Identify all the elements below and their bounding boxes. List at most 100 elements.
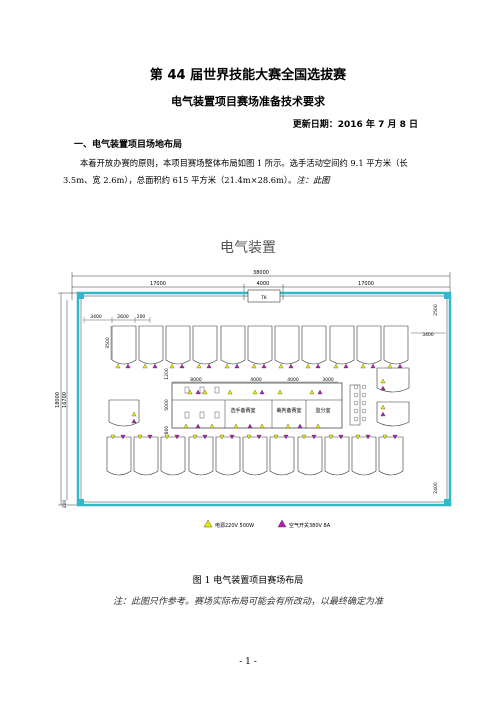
power-outlet-marker — [355, 434, 361, 440]
dim-200: 200 — [137, 314, 146, 320]
power-outlet-marker — [224, 363, 230, 369]
power-outlet-marker — [278, 363, 284, 369]
air-switch-marker — [311, 434, 317, 440]
air-switch-marker — [125, 363, 131, 369]
power-outlet-marker — [252, 389, 258, 395]
air-switch-marker — [179, 363, 185, 369]
power-outlet-marker — [183, 423, 189, 429]
power-outlet-marker — [380, 404, 386, 410]
air-switch-marker — [261, 363, 267, 369]
air-switch-marker — [234, 363, 240, 369]
workstation-booth — [138, 325, 164, 365]
workstation-booth — [220, 325, 246, 365]
air-switch-marker — [283, 434, 289, 440]
power-outlet-marker — [187, 389, 193, 395]
legend-switch-icon — [277, 519, 287, 528]
workstation-booth — [376, 401, 410, 427]
air-switch-marker — [370, 363, 376, 369]
dim-left: 17000 — [150, 281, 166, 287]
workstation-booth — [297, 436, 323, 476]
power-outlet-marker — [301, 434, 307, 440]
power-outlet-marker — [164, 434, 170, 440]
dim-1200: 1200 — [164, 368, 170, 380]
power-outlet-marker — [251, 363, 257, 369]
dim-3400-right: 3400 — [422, 332, 434, 338]
power-outlet-marker — [277, 389, 283, 395]
power-outlet-marker — [233, 423, 239, 429]
intro-paragraph: 本着开放办赛的原则，本项目赛场整体布局如图 1 所示。选手活动空间约 9.1 平… — [63, 155, 433, 189]
room-label-contestant: 选手备赛室 — [230, 407, 255, 414]
power-outlet-marker — [273, 434, 279, 440]
workstation-booth — [269, 436, 295, 476]
room-seats — [184, 386, 220, 419]
air-switch-marker — [259, 389, 265, 395]
room-label-judge: 裁判备赛室 — [276, 407, 301, 414]
air-switch-marker — [256, 434, 262, 440]
workstation-booths — [106, 325, 410, 476]
inner-dimensions — [83, 317, 446, 383]
power-markers — [110, 363, 403, 440]
update-date: 更新日期：2016 年 7 月 8 日 — [292, 120, 418, 130]
power-outlet-marker — [328, 434, 334, 440]
power-outlet-marker — [227, 389, 233, 395]
air-switch-marker — [392, 434, 398, 440]
air-switch-marker — [120, 434, 126, 440]
workstation-booth — [351, 436, 377, 476]
dim-4000a: 4000 — [250, 377, 262, 383]
dim-3500: 3500 — [105, 337, 111, 349]
workstation-booth — [188, 436, 214, 476]
air-switch-marker — [365, 434, 371, 440]
power-outlet-marker — [305, 363, 311, 369]
intro-text: 本着开放办赛的原则，本项目赛场整体布局如图 1 所示。选手活动空间约 9.1 平… — [63, 158, 408, 185]
power-outlet-marker — [333, 363, 339, 369]
workstation-booth — [378, 436, 404, 476]
air-switch-marker — [380, 411, 386, 417]
workstation-booth — [160, 436, 186, 476]
figure-caption: 图 1 电气装置项目赛场布局 — [192, 576, 304, 586]
dim-3400-left: 3400 — [90, 314, 102, 320]
room-label-scoring: 监分室 — [315, 407, 330, 414]
dim-2500: 2500 — [433, 304, 439, 316]
power-outlet-marker — [202, 389, 208, 395]
workstation-booth — [376, 367, 410, 393]
power-outlet-marker — [192, 434, 198, 440]
dim-left-inner: 16700 — [62, 392, 68, 408]
central-room-block — [171, 382, 343, 429]
dim-left-outer: 18000 — [55, 392, 61, 408]
power-outlet-marker — [219, 434, 225, 440]
legend-switch-text: 空气开关380V 8A — [289, 522, 331, 529]
figure-note: 注：此图只作参考。赛场实际布局可能会有所改动，以最终确定为准 — [112, 597, 383, 607]
power-outlet-marker — [196, 363, 202, 369]
power-outlet-marker — [169, 363, 175, 369]
dim-right: 17000 — [358, 281, 374, 287]
power-outlet-marker — [110, 434, 116, 440]
power-outlet-marker — [137, 434, 143, 440]
workstation-booth — [192, 325, 218, 365]
air-switch-marker — [229, 434, 235, 440]
power-outlet-marker — [142, 363, 148, 369]
air-switch-marker — [206, 363, 212, 369]
air-switch-marker — [297, 423, 303, 429]
workstation-booth — [324, 436, 350, 476]
power-outlet-marker — [259, 423, 265, 429]
workstation-booth — [106, 436, 132, 476]
meeting-table — [349, 384, 361, 426]
power-outlet-marker — [382, 434, 388, 440]
workstation-booth — [133, 436, 159, 476]
power-outlet-marker — [380, 378, 386, 384]
dim-800: 800 — [164, 426, 170, 435]
workstation-booth — [383, 325, 409, 365]
power-outlet-marker — [246, 434, 252, 440]
power-outlet-marker — [315, 423, 321, 429]
dim-bottom-200: 200 — [62, 500, 68, 509]
top-service-box — [247, 289, 281, 303]
workstation-booth — [356, 325, 382, 365]
air-switch-marker — [131, 418, 137, 424]
workstation-booth — [247, 325, 273, 365]
power-outlet-marker — [285, 423, 291, 429]
air-switch-marker — [174, 434, 180, 440]
top-box-label: TK — [260, 295, 268, 301]
power-outlet-marker — [387, 363, 393, 369]
dim-mid: 4000 — [257, 281, 270, 287]
